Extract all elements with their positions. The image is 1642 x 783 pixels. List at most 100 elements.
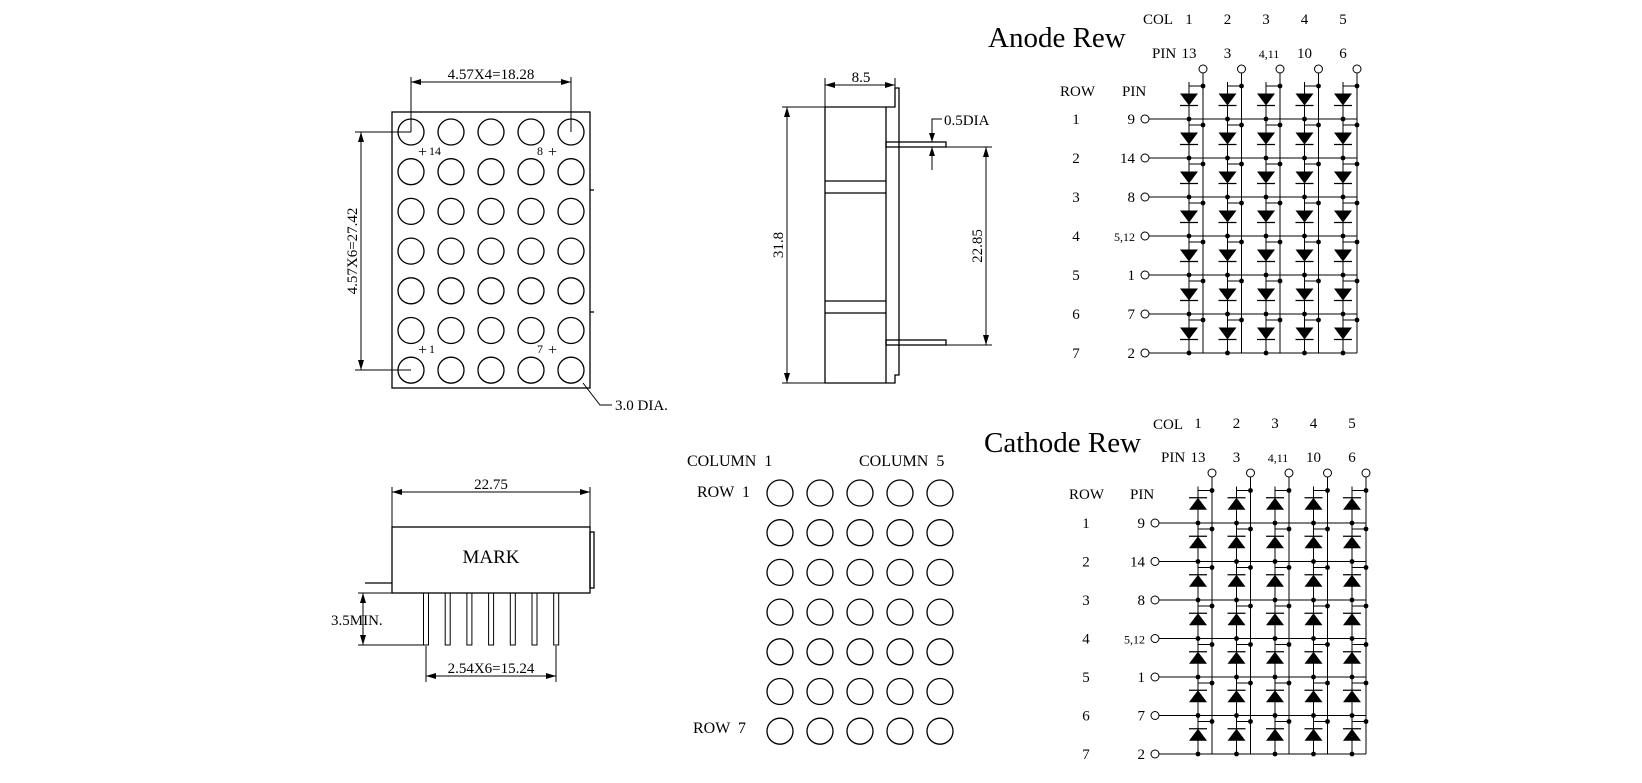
junction-dot xyxy=(1311,751,1316,757)
diode-triangle xyxy=(1189,536,1207,549)
junction-dot xyxy=(1225,311,1230,317)
diode-triangle xyxy=(1295,249,1314,262)
diode-triangle xyxy=(1295,288,1314,301)
led-diode xyxy=(1343,486,1369,526)
junction-dot xyxy=(1363,642,1369,647)
row-last-label: ROW 7 xyxy=(693,720,746,737)
junction-dot xyxy=(1302,194,1307,200)
led-diode xyxy=(1295,238,1321,278)
front-dot xyxy=(437,356,465,384)
diode-triangle xyxy=(1304,574,1323,587)
led-diode xyxy=(1189,640,1215,680)
diode-triangle xyxy=(1227,574,1246,587)
front-dot xyxy=(477,316,505,345)
dot-layout: COLUMN 1 COLUMN 5 ROW 1 ROW 7 xyxy=(687,453,954,745)
col-number: 1 xyxy=(1185,12,1193,28)
diode-triangle xyxy=(1343,574,1361,587)
diode-triangle xyxy=(1266,497,1284,510)
junction-dot xyxy=(1263,233,1269,239)
layout-dot xyxy=(766,558,794,587)
led-diode xyxy=(1180,121,1206,161)
led-diode xyxy=(1295,316,1321,356)
led-diode xyxy=(1304,563,1330,603)
layout-dot xyxy=(886,677,914,706)
bottom-pin xyxy=(444,592,451,646)
junction-dot xyxy=(1302,233,1307,239)
junction-dot xyxy=(1200,161,1206,167)
pin-diameter-label: 0.5DIA xyxy=(944,113,990,129)
junction-dot xyxy=(1225,116,1230,122)
junction-dot xyxy=(1311,597,1316,603)
layout-dot xyxy=(926,558,954,587)
junction-dot xyxy=(1239,239,1244,245)
layout-dot xyxy=(886,479,914,507)
front-dot xyxy=(517,118,545,146)
led-diode xyxy=(1189,563,1215,603)
row-pin-terminal xyxy=(1140,192,1150,202)
led-diode xyxy=(1227,717,1253,757)
led-diode xyxy=(1257,316,1283,356)
junction-dot xyxy=(1277,239,1283,245)
junction-dot xyxy=(1248,719,1253,724)
front-dot xyxy=(557,158,585,186)
led-diode xyxy=(1218,316,1244,356)
diode-triangle xyxy=(1334,171,1352,184)
row-pin-label: 14 xyxy=(1120,151,1136,167)
col-pin-terminal xyxy=(1207,468,1217,478)
junction-dot xyxy=(1263,116,1269,122)
diode-triangle xyxy=(1257,327,1275,340)
side-depth-dimension: 8.5 xyxy=(852,70,871,86)
layout-dot xyxy=(806,638,834,666)
junction-dot xyxy=(1225,350,1230,356)
diode-triangle xyxy=(1189,613,1207,626)
junction-dot xyxy=(1248,565,1253,570)
junction-dot xyxy=(1272,674,1278,680)
layout-dot xyxy=(926,677,954,706)
diode-triangle xyxy=(1227,497,1246,510)
junction-dot xyxy=(1200,317,1206,323)
diode-triangle xyxy=(1304,690,1323,703)
junction-dot xyxy=(1239,161,1244,167)
junction-dot xyxy=(1195,559,1201,564)
anode-title: Anode Rew xyxy=(988,22,1126,54)
led-diode xyxy=(1189,602,1215,641)
diode-triangle xyxy=(1334,210,1352,223)
junction-dot xyxy=(1200,200,1206,206)
col-number: 1 xyxy=(1194,416,1202,432)
diode-triangle xyxy=(1189,728,1207,741)
led-diode xyxy=(1218,82,1244,122)
junction-dot xyxy=(1311,713,1316,718)
row-pin-terminal xyxy=(1150,557,1160,566)
row-pin-label: 9 xyxy=(1128,112,1136,128)
anode-pin-header: PIN xyxy=(1152,46,1176,62)
col-number: 4 xyxy=(1301,12,1309,28)
row-number: 2 xyxy=(1072,151,1080,167)
led-diode xyxy=(1304,679,1330,718)
front-view-dot-grid xyxy=(397,118,585,384)
row-pin-terminal xyxy=(1150,518,1160,528)
diode-triangle xyxy=(1266,613,1284,626)
junction-dot xyxy=(1277,200,1283,206)
junction-dot xyxy=(1195,636,1201,641)
junction-dot xyxy=(1325,488,1330,493)
row-pin-label: 7 xyxy=(1138,709,1146,725)
diode-triangle xyxy=(1257,288,1275,301)
junction-dot xyxy=(1302,350,1307,356)
layout-dot xyxy=(806,479,834,507)
diode-triangle xyxy=(1334,249,1352,262)
junction-dot xyxy=(1186,311,1192,317)
diode-triangle xyxy=(1227,536,1246,549)
diode-triangle xyxy=(1257,210,1275,223)
front-dot xyxy=(397,237,425,265)
junction-dot xyxy=(1311,636,1316,641)
diode-triangle xyxy=(1334,288,1352,301)
led-diode xyxy=(1218,277,1244,317)
junction-dot xyxy=(1340,116,1346,122)
front-dot xyxy=(397,158,425,186)
row-number: 1 xyxy=(1082,516,1090,532)
col-number: 2 xyxy=(1233,416,1241,432)
mark-label: MARK xyxy=(462,547,519,568)
junction-dot xyxy=(1363,603,1369,609)
junction-dot xyxy=(1277,317,1283,323)
junction-dot xyxy=(1272,751,1278,757)
